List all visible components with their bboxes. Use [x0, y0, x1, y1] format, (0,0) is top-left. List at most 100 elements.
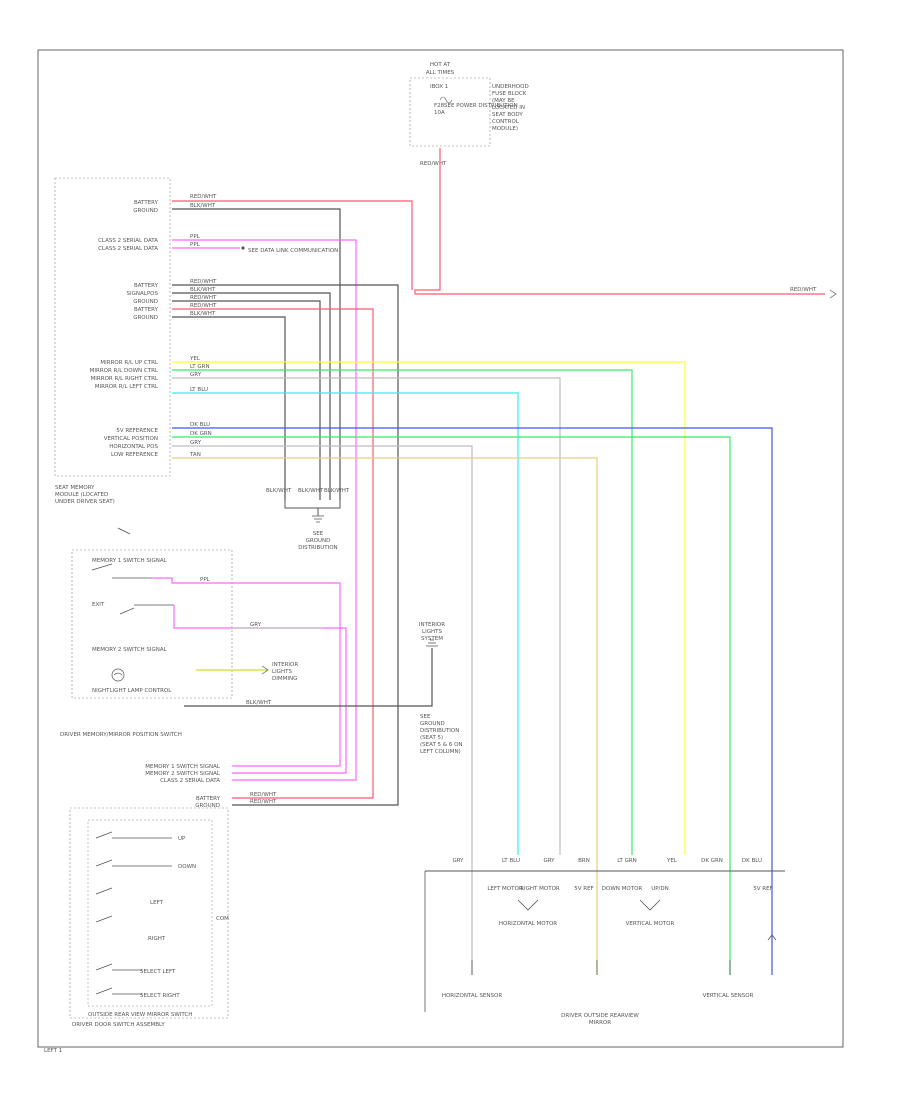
wire-label-g2-0: PPL — [190, 234, 201, 240]
nightlight-note-2: SYSTEM — [421, 636, 443, 642]
pin-signalpos: SIGNALPOS — [127, 291, 159, 297]
wire-label-g2-1: PPL — [190, 242, 201, 248]
fuse-symbol-icon — [439, 96, 453, 104]
gnd-note-2: DISTRIBUTION — [420, 728, 459, 734]
down-switch-icon — [95, 859, 172, 867]
memory-wire-label: PPL — [200, 577, 211, 583]
wire-label-g5-0: DK BLU — [190, 422, 210, 428]
wire-red-battery-3 — [172, 308, 374, 799]
wire-tan-lowref — [172, 457, 598, 975]
nightlight-lamp-icon — [111, 668, 125, 682]
wire-red-battery-2 — [172, 284, 399, 806]
ground-note-2: DISTRIBUTION — [298, 545, 337, 551]
mirror-wire-1: LT BLU — [502, 858, 520, 864]
wire-label-g4-1: LT GRN — [190, 364, 210, 370]
wire-black-signalpos — [172, 292, 331, 500]
diagram-frame — [37, 49, 844, 1048]
memory-switch-title: DRIVER MEMORY/MIRROR POSITION SWITCH — [60, 732, 182, 738]
mirror-switch-title: OUTSIDE REAR VIEW MIRROR SWITCH — [88, 1012, 192, 1018]
fuse-note: SEE POWER DISTRIBUTION — [444, 103, 518, 109]
wires-group-1 — [172, 200, 413, 500]
wire-label-g3-0: RED/WHT — [190, 279, 217, 285]
memory1-switch-icon — [91, 563, 152, 579]
fuse-wire-label: RED/WHT — [420, 161, 447, 167]
fuse-title-1: HOT AT — [430, 62, 451, 68]
fuse-desc-0: UNDERHOOD — [492, 84, 529, 90]
memory-switch-outline — [71, 549, 233, 699]
sw-pin-0: MEMORY 1 SWITCH SIGNAL — [145, 764, 221, 770]
ground-wire-switch: BLK/WHT — [246, 700, 272, 706]
mirror-btn-select-left: SELECT LEFT — [140, 969, 176, 975]
wire-label-g3-1: BLK/WHT — [190, 287, 216, 293]
memory-switch-assembly: DRIVER MEMORY/MIRROR POSITION SWITCH MEM… — [60, 527, 463, 774]
mirror-switch-assembly: OUTSIDE REAR VIEW MIRROR SWITCH DRIVER D… — [69, 807, 229, 1028]
wire-label-g5-3: TAN — [189, 452, 201, 458]
wire-ground-switch — [184, 648, 433, 707]
mirror-part-2: 5V REF — [574, 886, 593, 892]
ground-top-icon — [426, 639, 438, 647]
sw-wire-1: RED/WHT — [250, 792, 277, 798]
module-outline — [54, 177, 171, 477]
mirror-button-select-right[interactable]: SELECT RIGHT — [95, 987, 180, 999]
fuse-description: UNDERHOOD FUSE BLOCK (MAY BE LOCATED IN … — [492, 84, 529, 132]
wire-label-g3-3: RED/WHT — [190, 303, 217, 309]
gnd-note-1: GROUND — [420, 721, 445, 727]
mirror-button-up[interactable]: UP — [95, 831, 186, 842]
module-title-2: UNDER DRIVER SEAT) — [55, 499, 115, 505]
pin-mirror-down: MIRROR R/L DOWN CTRL — [90, 368, 159, 374]
fuse-desc-2: (MAY BE — [492, 98, 515, 104]
mirror-btn-left: LEFT — [150, 900, 164, 906]
pin-mirror-right: MIRROR R/L RIGHT CTRL — [91, 376, 159, 382]
pin-battery-1: BATTERY — [134, 200, 159, 206]
pin-vert-pos: VERTICAL POSITION — [104, 436, 158, 442]
pin-class2-2: CLASS 2 SERIAL DATA — [98, 246, 158, 252]
gnd-note-5: LEFT COLUMN) — [420, 749, 461, 755]
horizontal-motor-icon — [517, 899, 539, 911]
fuse-desc-5: CONTROL — [492, 119, 520, 125]
mirror-button-left[interactable]: LEFT — [95, 887, 164, 906]
sw-wire-2: RED/WHT — [250, 799, 277, 805]
mirror-wire-7: DK BLU — [742, 858, 762, 864]
driver-mirror: GRY LT BLU GRY BRN LT GRN YEL DK GRN DK … — [424, 858, 785, 1026]
mirror-btn-right: RIGHT — [148, 936, 166, 942]
wires-group-4 — [172, 361, 686, 855]
mirror-part-1: RIGHT MOTOR — [520, 886, 560, 892]
wire-label-g3-4: BLK/WHT — [190, 311, 216, 317]
pin-mirror-left: MIRROR R/L LEFT CTRL — [95, 384, 159, 390]
sensor-label-1: VERTICAL SENSOR — [703, 993, 754, 999]
mirror-part-3: DOWN MOTOR — [602, 886, 643, 892]
lamp-filament-icon — [113, 672, 123, 676]
sw-pin-4: GROUND — [195, 803, 220, 809]
wire-black-ground-3 — [172, 316, 286, 500]
ground-wire-2: BLK/WHT — [324, 488, 350, 494]
sw-pin-2: CLASS 2 SERIAL DATA — [160, 778, 220, 784]
wire-blue-5vref — [172, 427, 773, 975]
mirror-button-down[interactable]: DOWN — [95, 859, 196, 870]
motor-label-1: VERTICAL MOTOR — [626, 921, 675, 927]
wire-label-g4-3: LT BLU — [190, 387, 208, 393]
module-title-1: MODULE (LOCATED — [55, 492, 108, 498]
wires-group-3 — [172, 284, 399, 806]
mirror-wire-6: DK GRN — [701, 858, 723, 864]
exit-switch-icon — [119, 604, 174, 615]
mirror-button-select-left[interactable]: SELECT LEFT — [95, 963, 176, 975]
fuse-amp: 10A — [434, 110, 445, 116]
pin-class2-1: CLASS 2 SERIAL DATA — [98, 238, 158, 244]
vertical-motor-icon — [639, 899, 661, 911]
wire-label-g5-2: GRY — [190, 440, 202, 446]
wire-gray-right — [172, 377, 561, 855]
pin-ground-1: GROUND — [133, 208, 158, 214]
pin-battery-2: BATTERY — [134, 283, 159, 289]
mirror-button-right[interactable]: RIGHT — [95, 915, 166, 942]
wire-yellow-up — [172, 361, 686, 855]
mirror-switch-outline — [69, 807, 229, 1019]
fuse-block-id: IBOX 1 — [430, 84, 448, 90]
up-switch-icon — [95, 831, 172, 839]
wire-exit-internal — [173, 605, 347, 774]
wires-group-2 — [172, 239, 357, 781]
fuse-desc-6: MODULE) — [492, 126, 518, 132]
sensor-label-0: HORIZONTAL SENSOR — [442, 993, 503, 999]
connector-arrow-icon — [261, 665, 269, 675]
